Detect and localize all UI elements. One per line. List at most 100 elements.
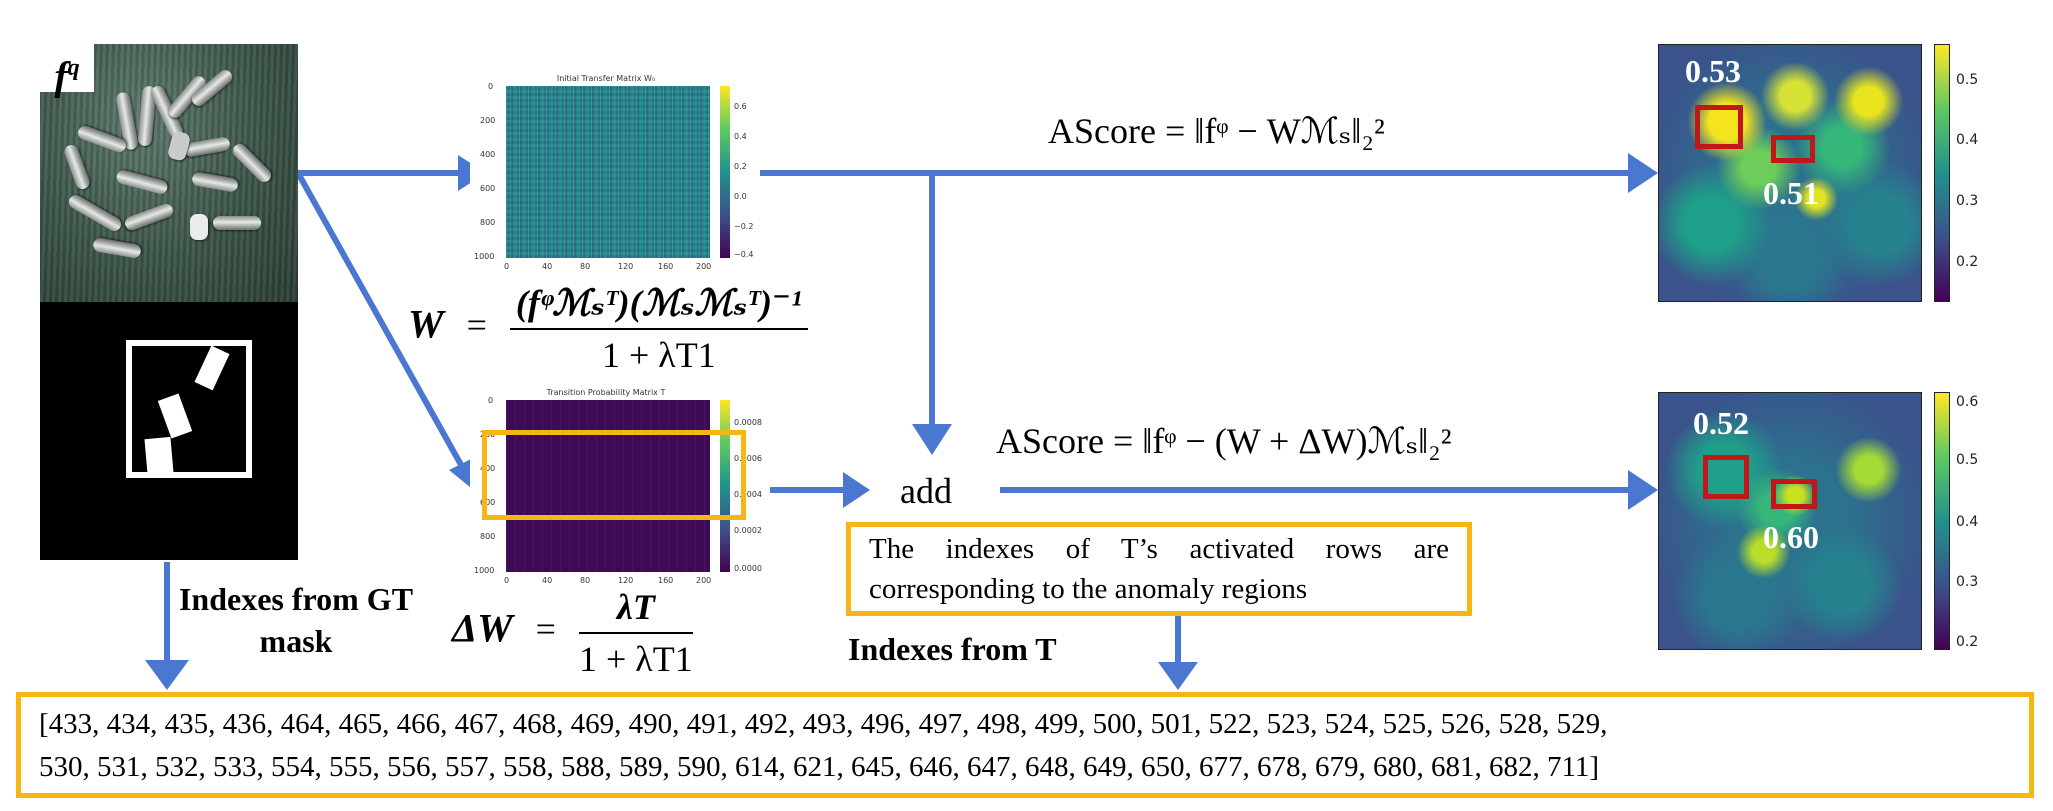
- matrix-title: Transition Probability Matrix T: [546, 388, 666, 397]
- colorbar: [720, 400, 730, 572]
- formula-eq: =: [466, 305, 487, 346]
- x-tick: 0: [504, 262, 510, 271]
- part-icon: [230, 141, 274, 185]
- cbar-tick: 0.0002: [734, 526, 762, 535]
- indexes-from-t-label: Indexes from T: [848, 631, 1057, 667]
- y-tick: 600: [480, 184, 496, 193]
- x-tick: 40: [542, 262, 553, 271]
- y-tick: 800: [480, 532, 496, 541]
- index-list-line-2: 530, 531, 532, 533, 554, 555, 556, 557, …: [39, 751, 1600, 783]
- y-tick: 800: [480, 218, 496, 227]
- formula-denominator: 1 + λT1: [578, 639, 693, 679]
- region-box-a: [1703, 455, 1749, 499]
- x-tick: 200: [696, 262, 712, 271]
- formula-lhs: ΔW: [452, 605, 513, 651]
- x-tick: 200: [696, 576, 712, 585]
- cbar-tick: 0.2: [1956, 634, 1979, 650]
- cbar-tick: −0.4: [734, 250, 754, 259]
- gt-region: [144, 436, 174, 476]
- matrix-title: Initial Transfer Matrix W₀: [556, 74, 656, 83]
- indexes-from-gt-label: Indexes from GT mask: [178, 581, 414, 659]
- y-tick: 0: [488, 82, 494, 91]
- x-tick: 160: [658, 262, 674, 271]
- region-box-b: [1771, 135, 1815, 163]
- formula-numerator: (fᵠℳₛᵀ)(ℳₛℳₛᵀ)⁻¹: [509, 282, 808, 330]
- score-b: 0.60: [1763, 519, 1819, 555]
- cbar-tick: 0.3: [1956, 574, 1979, 590]
- formula-fraction: λT 1 + λT1: [578, 586, 693, 680]
- y-tick: 1000: [474, 566, 495, 575]
- score-a: 0.53: [1685, 53, 1741, 89]
- region-box-a: [1695, 105, 1743, 149]
- fq-label: fq: [40, 44, 94, 98]
- y-tick: 400: [480, 464, 496, 473]
- cbar-tick: 0.4: [1956, 514, 1979, 530]
- cbar-tick: 0.2: [734, 162, 747, 171]
- y-tick: 1000: [474, 252, 495, 261]
- activated-rows-highlight: [482, 430, 746, 520]
- index-list-box: [433, 434, 435, 436, 464, 465, 466, 467,…: [16, 692, 2034, 798]
- colorbar: [720, 86, 730, 258]
- part-icon: [123, 201, 175, 233]
- heatmap-top-colorbar: [1934, 44, 1950, 302]
- x-tick: 120: [618, 262, 634, 271]
- cbar-tick: 0.4: [1956, 132, 1979, 148]
- region-box-b: [1771, 479, 1817, 509]
- cbar-tick: 0.0000: [734, 564, 762, 573]
- score-a: 0.52: [1693, 405, 1749, 441]
- score-b: 0.51: [1763, 175, 1819, 211]
- cbar-tick: −0.2: [734, 222, 754, 231]
- cbar-tick: 0.0008: [734, 418, 762, 427]
- part-icon: [92, 236, 142, 260]
- anomaly-heatmap-bottom: 0.52 0.60: [1658, 392, 1922, 650]
- cbar-tick: 0.5: [1956, 72, 1979, 88]
- gt-mask-image: [40, 302, 298, 560]
- arrow-input-to-t: [295, 171, 468, 474]
- formula-denominator: 1 + λT1: [601, 335, 716, 375]
- ascore-top: AScore = ‖fᵠ − Wℳₛ‖₂²: [1048, 111, 1385, 151]
- part-icon: [76, 123, 128, 155]
- ascore-bottom: AScore = ‖fᵠ − (W + ΔW)ℳₛ‖₂²: [996, 421, 1452, 461]
- cbar-tick: 0.0006: [734, 454, 762, 463]
- x-tick: 0: [504, 576, 510, 585]
- y-tick: 600: [480, 498, 496, 507]
- transition-probability-matrix: Transition Probability Matrix T 0 200 40…: [470, 388, 770, 588]
- x-tick: 40: [542, 576, 553, 585]
- matrix-plot: [506, 86, 710, 258]
- formula-fraction: (fᵠℳₛᵀ)(ℳₛℳₛᵀ)⁻¹ 1 + λT1: [509, 282, 808, 376]
- y-tick: 400: [480, 150, 496, 159]
- anomaly-note-text: The indexes of T’s activated rows are co…: [869, 533, 1449, 605]
- add-label: add: [900, 471, 952, 511]
- formula-eq: =: [535, 609, 556, 650]
- anomaly-heatmap-top: 0.53 0.51: [1658, 44, 1922, 302]
- damaged-part-icon: [190, 214, 208, 240]
- cbar-tick: 0.3: [1956, 193, 1979, 209]
- cbar-tick: 0.6: [734, 102, 747, 111]
- formula-lhs: W: [408, 301, 444, 347]
- part-icon: [191, 171, 239, 193]
- index-list-line-1: [433, 434, 435, 436, 464, 465, 466, 467,…: [39, 708, 1608, 740]
- cbar-tick: 0.5: [1956, 452, 1979, 468]
- formula-w: W = (fᵠℳₛᵀ)(ℳₛℳₛᵀ)⁻¹ 1 + λT1: [408, 282, 808, 376]
- cbar-tick: 0.0004: [734, 490, 762, 499]
- heatmap-bottom-colorbar: [1934, 392, 1950, 650]
- anomaly-note-box: The indexes of T’s activated rows are co…: [846, 522, 1472, 616]
- part-icon: [62, 142, 92, 192]
- formula-delta-w: ΔW = λT 1 + λT1: [452, 586, 693, 680]
- part-icon: [115, 168, 169, 196]
- cbar-tick: 0.6: [1956, 394, 1979, 410]
- initial-transfer-matrix: Initial Transfer Matrix W₀ 0 200 400 600…: [470, 74, 760, 274]
- x-tick: 120: [618, 576, 634, 585]
- cbar-tick: 0.2: [1956, 254, 1979, 270]
- gt-bounding-box: [126, 340, 252, 478]
- part-icon: [213, 216, 261, 230]
- x-tick: 160: [658, 576, 674, 585]
- x-tick: 80: [580, 576, 591, 585]
- x-tick: 80: [580, 262, 591, 271]
- formula-numerator: λT: [578, 586, 693, 634]
- part-icon: [66, 192, 124, 234]
- y-tick: 0: [488, 396, 494, 405]
- matrix-plot: [506, 400, 710, 572]
- part-icon: [183, 136, 231, 158]
